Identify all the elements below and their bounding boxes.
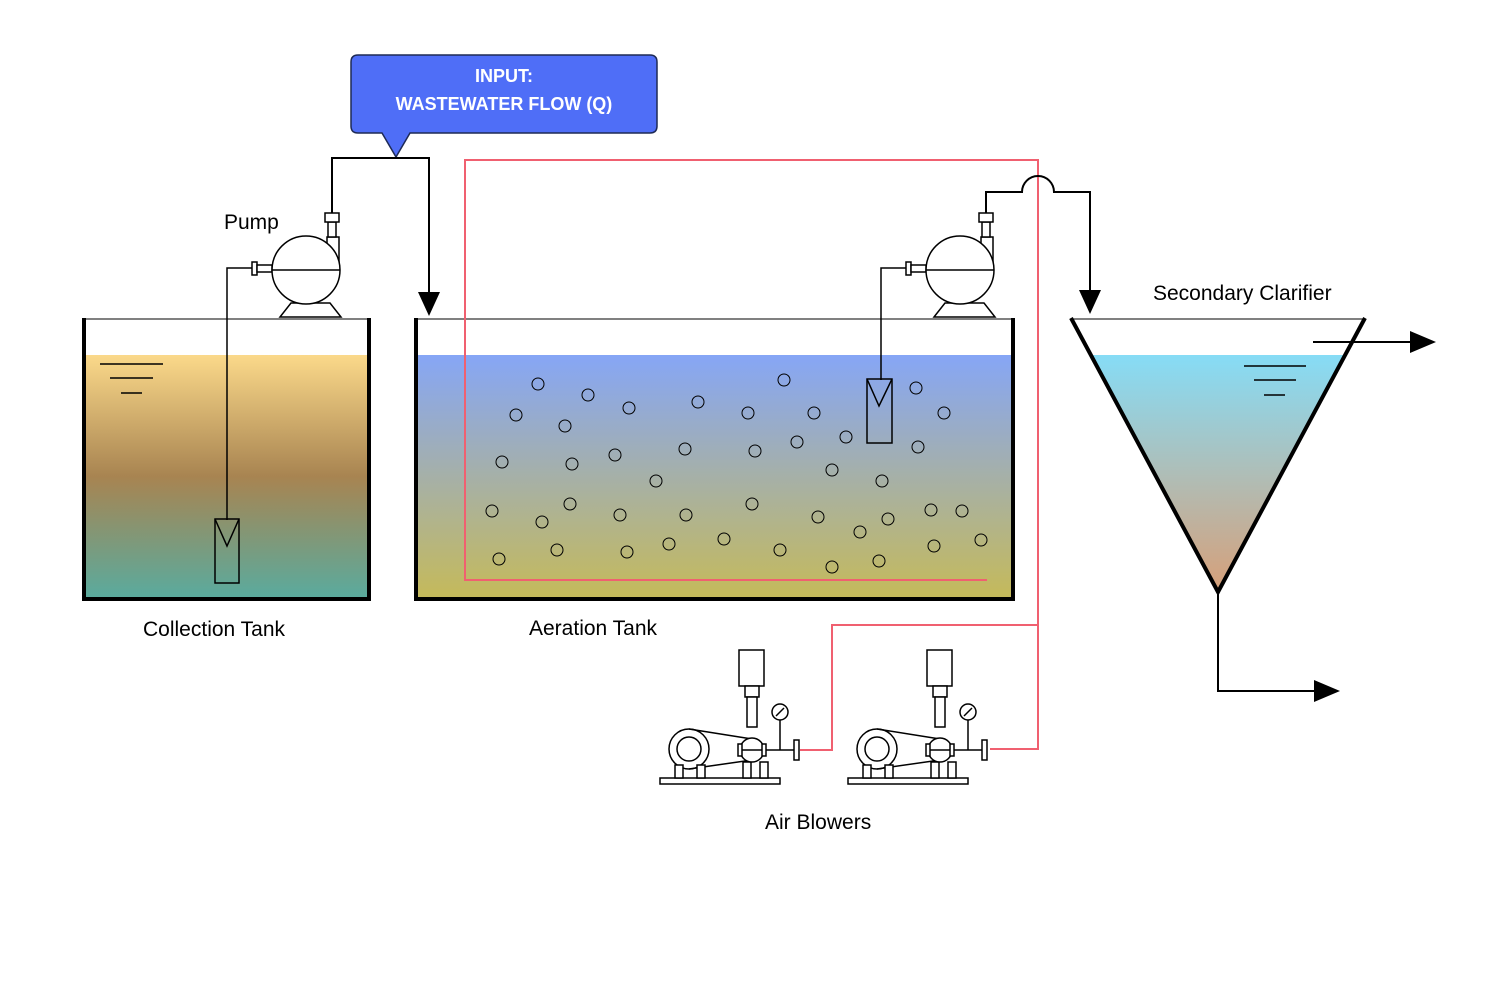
air-bubble — [535, 515, 549, 529]
air-bubble — [492, 552, 506, 566]
suction-strainer-icon — [214, 518, 240, 584]
air-bubble — [485, 504, 499, 518]
pump-label: Pump — [224, 211, 279, 234]
air-bubble — [608, 448, 622, 462]
air-bubble — [717, 532, 731, 546]
air-bubble — [741, 406, 755, 420]
air-bubble — [613, 508, 627, 522]
transfer-arrowhead — [1079, 290, 1101, 314]
air-bubble — [531, 377, 545, 391]
transfer-strainer-icon — [866, 378, 893, 444]
air-bubble — [927, 539, 941, 553]
air-bubble — [745, 497, 759, 511]
air-bubble — [811, 510, 825, 524]
air-bubble — [691, 395, 705, 409]
air-bubble — [678, 442, 692, 456]
water-level-icon — [100, 363, 163, 394]
inflow-pipe — [331, 157, 430, 294]
transfer-suction-line — [880, 267, 906, 380]
air-bubble — [563, 497, 577, 511]
air-bubble — [649, 474, 663, 488]
air-bubble — [777, 373, 791, 387]
air-bubble — [924, 503, 938, 517]
feed-pump-icon — [251, 212, 343, 318]
secondary-clarifier — [1069, 317, 1367, 597]
collection-tank-label: Collection Tank — [143, 618, 286, 641]
aeration-tank-label: Aeration Tank — [529, 617, 658, 640]
air-bubble — [853, 525, 867, 539]
inflow-arrowhead — [418, 292, 440, 316]
air-bubble — [807, 406, 821, 420]
air-bubble — [790, 435, 804, 449]
air-bubble — [509, 408, 523, 422]
air-bubble — [937, 406, 951, 420]
air-bubble — [565, 457, 579, 471]
callout-title: INPUT: — [475, 66, 533, 86]
air-bubble — [955, 504, 969, 518]
air-bubble — [550, 543, 564, 557]
sludge-arrowhead — [1314, 680, 1340, 702]
air-bubble — [748, 444, 762, 458]
air-bubble — [825, 560, 839, 574]
air-bubble — [875, 474, 889, 488]
air-bubble — [911, 440, 925, 454]
air-bubble — [581, 388, 595, 402]
callout-subtitle: WASTEWATER FLOW (Q) — [395, 94, 613, 114]
effluent-arrowhead — [1410, 331, 1436, 353]
air-bubble — [825, 463, 839, 477]
air-bubble — [773, 543, 787, 557]
air-bubble — [620, 545, 634, 559]
air-bubble — [839, 430, 853, 444]
air-bubble — [558, 419, 572, 433]
sludge-pipe — [1217, 592, 1316, 692]
air-bubble — [974, 533, 988, 547]
air-blower-icon — [659, 649, 800, 785]
air-bubble — [622, 401, 636, 415]
air-blowers-label: Air Blowers — [765, 811, 872, 834]
air-bubble — [679, 508, 693, 522]
air-bubble — [909, 381, 923, 395]
air-bubble — [881, 512, 895, 526]
input-callout — [350, 54, 658, 159]
air-bubbles — [485, 373, 988, 574]
secondary-clarifier-label: Secondary Clarifier — [1153, 282, 1332, 305]
transfer-pipe — [985, 175, 1091, 292]
air-line — [464, 159, 1039, 751]
aeration-tank — [414, 318, 1015, 601]
transfer-pump-icon — [905, 212, 997, 318]
collection-tank — [82, 267, 371, 601]
air-bubble — [495, 455, 509, 469]
clarifier-water-level-icon — [1244, 365, 1306, 396]
air-bubble — [872, 554, 886, 568]
air-bubble — [662, 537, 676, 551]
air-blower-icon — [847, 649, 988, 785]
